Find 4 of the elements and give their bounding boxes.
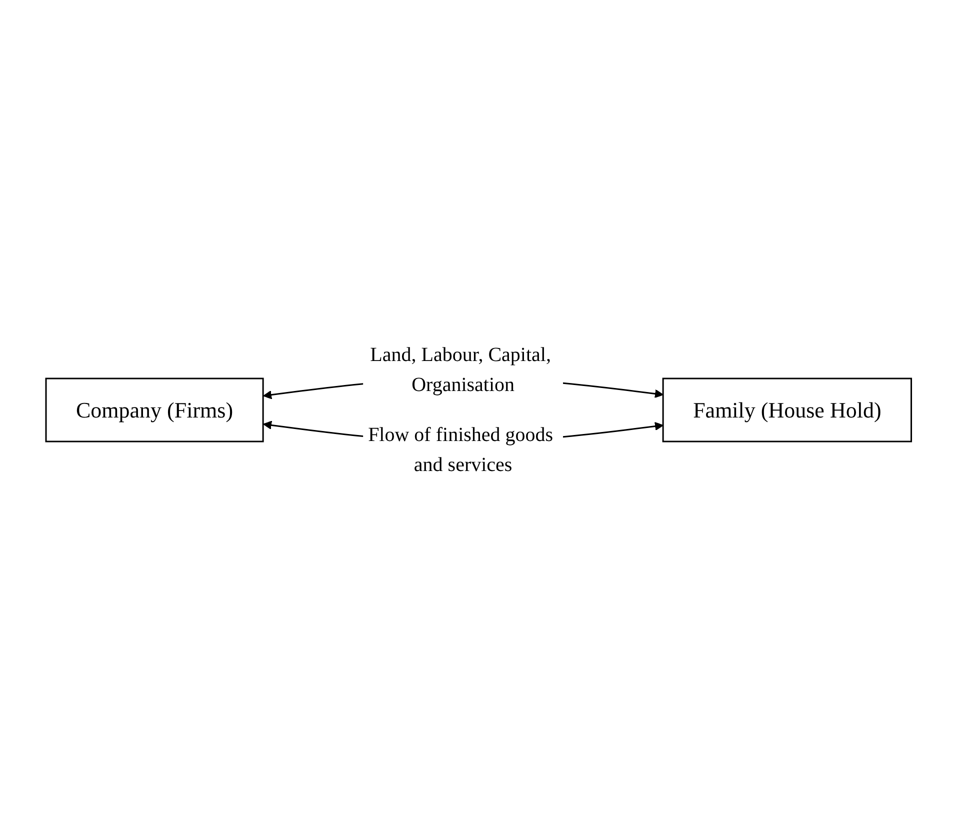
node-box: Company (Firms) bbox=[46, 377, 264, 442]
edge-label: Flow of finished goods and services bbox=[368, 424, 554, 476]
edge-label: Land, Labour, Capital, Organisation bbox=[370, 344, 552, 396]
node-box: Family (House Hold) bbox=[662, 377, 912, 442]
